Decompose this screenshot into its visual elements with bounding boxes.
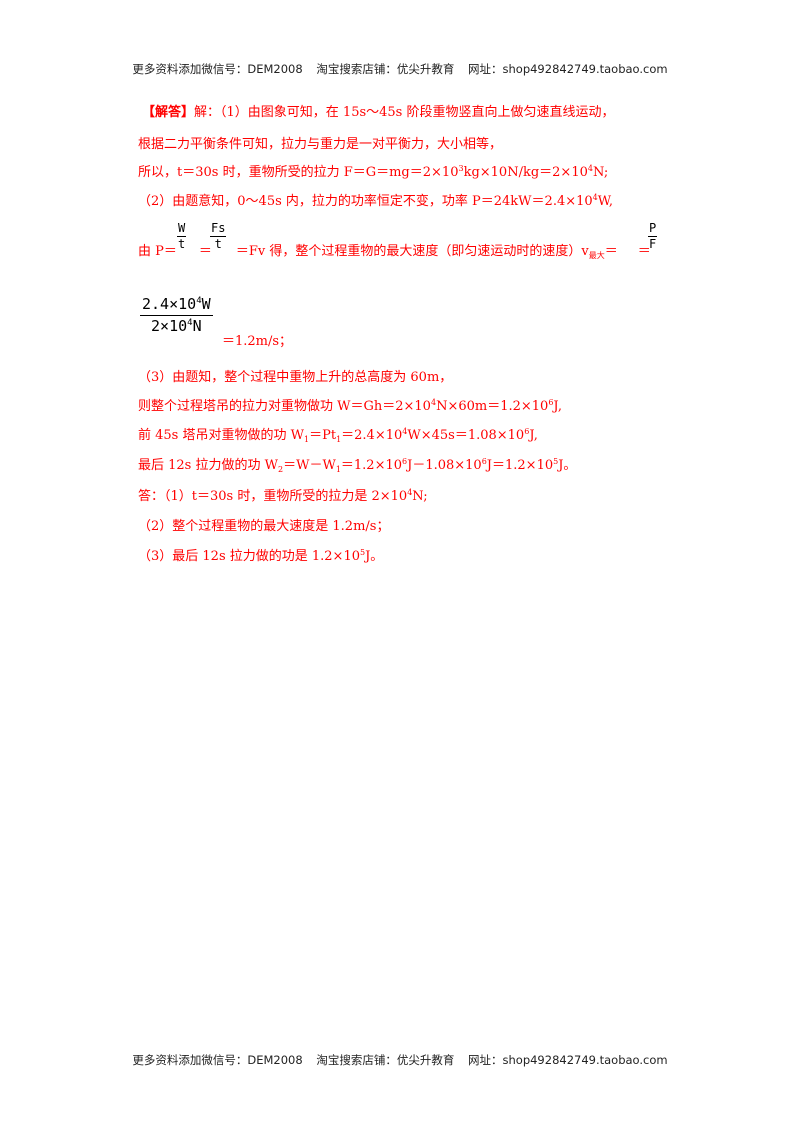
header-url: 网址：shop492842749.taobao.com (468, 62, 668, 76)
solution-line-9: 前 45s 塔吊对重物做的功 W1＝Pt1＝2.4×104W×45s＝1.08×… (138, 427, 538, 444)
answer-line-1: 答：（1）t＝30s 时，重物所受的拉力是 2×104N; (138, 488, 428, 505)
answer-line-2: （2）整个过程重物的最大速度是 1.2m/s； (138, 519, 390, 534)
velocity-result: ＝1.2m/s； (222, 334, 293, 349)
header-wechat: 更多资料添加微信号：DEM2008 (132, 62, 303, 76)
header-shop: 淘宝搜索店铺：优尖升教育 (316, 62, 455, 76)
page-footer: 更多资料添加微信号：DEM2008 淘宝搜索店铺：优尖升教育 网址：shop49… (0, 1052, 800, 1068)
solution-line-2: 根据二力平衡条件可知，拉力与重力是一对平衡力，大小相等， (138, 137, 503, 152)
fraction-velocity: 2.4×104W 2×104N (140, 295, 213, 335)
solution-line-1: 【解答】解：（1）由图象可知，在 15s～45s 阶段重物竖直向上做匀速直线运动… (142, 105, 615, 120)
footer-url: 网址：shop492842749.taobao.com (468, 1053, 668, 1067)
solution-line-3: 所以，t＝30s 时，重物所受的拉力 F＝G＝mg＝2×103kg×10N/kg… (138, 164, 609, 181)
solution-tag: 【解答】 (142, 105, 195, 120)
footer-shop: 淘宝搜索店铺：优尖升教育 (316, 1053, 455, 1067)
solution-line-7: （3）由题知，整个过程中重物上升的总高度为 60m， (138, 370, 453, 385)
footer-wechat: 更多资料添加微信号：DEM2008 (132, 1053, 303, 1067)
solution-line-4: （2）由题意知，0～45s 内，拉力的功率恒定不变，功率 P＝24kW＝2.4×… (138, 193, 613, 210)
answer-line-3: （3）最后 12s 拉力做的功是 1.2×105J。 (138, 548, 384, 565)
solution-line-10: 最后 12s 拉力做的功 W2＝W－W1＝1.2×106J－1.08×106J＝… (138, 457, 577, 474)
solution-line-8: 则整个过程塔吊的拉力对重物做功 W＝Gh＝2×104N×60m＝1.2×106J… (138, 398, 562, 415)
page-header: 更多资料添加微信号：DEM2008 淘宝搜索店铺：优尖升教育 网址：shop49… (0, 61, 800, 77)
solution-line-5: 由 P＝＝＝Fv 得，整个过程重物的最大速度（即匀速运动时的速度）v最大＝＝ (138, 244, 651, 260)
